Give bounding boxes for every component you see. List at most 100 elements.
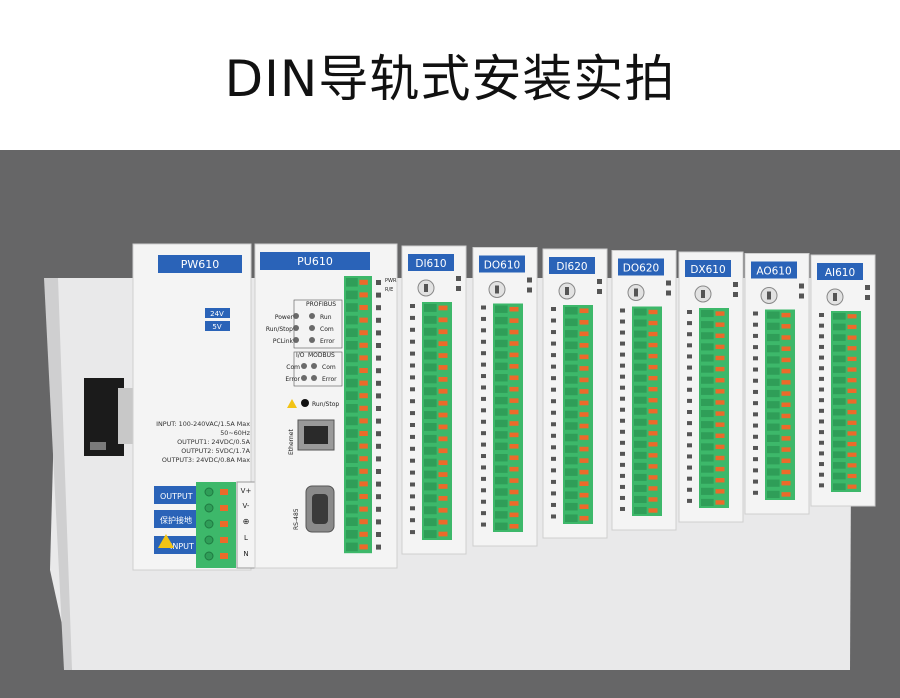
- do620-terminal-lever[interactable]: [648, 342, 658, 348]
- di620-terminal-lever[interactable]: [579, 492, 589, 498]
- ao610-terminal-lever[interactable]: [781, 480, 791, 486]
- do610-terminal-lever[interactable]: [509, 341, 519, 346]
- do620-terminal-lever[interactable]: [648, 453, 658, 458]
- ao610-terminal-lever[interactable]: [781, 447, 791, 452]
- ao610-terminal-lever[interactable]: [781, 335, 791, 340]
- ai610-terminal-lever[interactable]: [847, 356, 857, 362]
- di620-terminal-lever[interactable]: [579, 400, 589, 406]
- pw610-screw-terminal[interactable]: [204, 535, 214, 545]
- di620-terminal-lever[interactable]: [579, 412, 589, 417]
- pu610-terminal-lever[interactable]: [359, 342, 368, 348]
- runstop-switch[interactable]: [301, 399, 309, 407]
- do620-terminal-lever[interactable]: [648, 375, 658, 381]
- ai610-terminal-lever[interactable]: [847, 473, 857, 479]
- ao610-terminal-lever[interactable]: [781, 346, 791, 351]
- do610-terminal-lever[interactable]: [509, 364, 519, 369]
- do610-terminal-lever[interactable]: [509, 489, 519, 495]
- do610-terminal-lever[interactable]: [509, 329, 519, 335]
- pu610-terminal-lever[interactable]: [359, 481, 368, 487]
- ao610-terminal-lever[interactable]: [781, 436, 791, 441]
- pw610-screw-terminal[interactable]: [204, 487, 214, 497]
- do620-terminal-lever[interactable]: [648, 309, 658, 315]
- di620-terminal-lever[interactable]: [579, 343, 589, 348]
- do620-terminal-lever[interactable]: [648, 497, 658, 502]
- do610-terminal-lever[interactable]: [509, 524, 519, 529]
- di610-terminal-lever[interactable]: [438, 424, 448, 430]
- do610-terminal-lever[interactable]: [509, 512, 519, 518]
- pw610-screw-terminal[interactable]: [204, 551, 214, 561]
- di610-terminal-lever[interactable]: [438, 388, 448, 394]
- di610-terminal-lever[interactable]: [438, 329, 448, 335]
- pu610-terminal-lever[interactable]: [359, 405, 368, 411]
- do610-terminal-lever[interactable]: [509, 455, 519, 461]
- pu610-terminal-lever[interactable]: [359, 443, 368, 449]
- ai610-terminal-lever[interactable]: [847, 441, 857, 447]
- do610-terminal-lever[interactable]: [509, 398, 519, 403]
- di610-terminal-lever[interactable]: [438, 376, 448, 382]
- ai610-terminal-lever[interactable]: [847, 431, 857, 436]
- dx610-terminal-lever[interactable]: [715, 355, 725, 361]
- pw610-terminal-lever[interactable]: [220, 489, 228, 495]
- do620-terminal-lever[interactable]: [648, 386, 658, 392]
- dx610-terminal-lever[interactable]: [715, 422, 725, 427]
- pu610-terminal-lever[interactable]: [359, 330, 368, 336]
- pu610-terminal-lever[interactable]: [359, 317, 368, 323]
- di620-terminal-lever[interactable]: [579, 308, 589, 314]
- ao610-terminal-lever[interactable]: [781, 458, 791, 464]
- do620-terminal-lever[interactable]: [648, 331, 658, 337]
- do620-terminal-lever[interactable]: [648, 353, 658, 359]
- di620-terminal-lever[interactable]: [579, 446, 589, 452]
- do620-terminal-lever[interactable]: [648, 364, 658, 370]
- dx610-terminal-lever[interactable]: [715, 344, 725, 350]
- do610-terminal-lever[interactable]: [509, 318, 519, 323]
- do620-terminal-lever[interactable]: [648, 409, 658, 414]
- di610-terminal-lever[interactable]: [438, 305, 448, 311]
- ai610-terminal-lever[interactable]: [847, 452, 857, 457]
- di620-terminal-lever[interactable]: [579, 354, 589, 360]
- di620-terminal-lever[interactable]: [579, 469, 589, 475]
- di610-terminal-lever[interactable]: [438, 495, 448, 501]
- di620-terminal-lever[interactable]: [579, 366, 589, 371]
- dx610-terminal-lever[interactable]: [715, 378, 725, 383]
- di620-terminal-lever[interactable]: [579, 515, 589, 521]
- do620-terminal-lever[interactable]: [648, 464, 658, 469]
- ai610-terminal-lever[interactable]: [847, 378, 857, 383]
- pw610-terminal-lever[interactable]: [220, 553, 228, 559]
- pu610-terminal-lever[interactable]: [359, 506, 368, 512]
- di610-terminal-lever[interactable]: [438, 519, 448, 525]
- dx610-terminal-lever[interactable]: [715, 489, 725, 494]
- pu610-terminal-lever[interactable]: [359, 279, 368, 285]
- do610-terminal-lever[interactable]: [509, 444, 519, 449]
- di620-terminal-lever[interactable]: [579, 435, 589, 440]
- do620-terminal-lever[interactable]: [648, 486, 658, 491]
- di620-terminal-lever[interactable]: [579, 331, 589, 337]
- ao610-terminal-lever[interactable]: [781, 492, 791, 497]
- pw610-screw-terminal[interactable]: [204, 519, 214, 529]
- do610-terminal-lever[interactable]: [509, 432, 519, 438]
- do620-terminal-lever[interactable]: [648, 431, 658, 436]
- dx610-terminal-lever[interactable]: [715, 478, 725, 483]
- di610-terminal-lever[interactable]: [438, 412, 448, 418]
- do610-terminal-lever[interactable]: [509, 306, 519, 312]
- do610-terminal-lever[interactable]: [509, 501, 519, 506]
- pu610-terminal-lever[interactable]: [359, 292, 368, 298]
- do620-terminal-lever[interactable]: [648, 508, 658, 513]
- ai610-terminal-lever[interactable]: [847, 420, 857, 425]
- pu610-terminal-lever[interactable]: [359, 393, 368, 399]
- ai610-terminal-lever[interactable]: [847, 388, 857, 393]
- ao610-terminal-lever[interactable]: [781, 368, 791, 374]
- di610-terminal-lever[interactable]: [438, 484, 448, 489]
- ao610-terminal-lever[interactable]: [781, 324, 791, 329]
- do620-terminal-lever[interactable]: [648, 442, 658, 447]
- ai610-terminal-lever[interactable]: [847, 335, 857, 340]
- di620-terminal-lever[interactable]: [579, 458, 589, 463]
- di620-terminal-lever[interactable]: [579, 389, 589, 394]
- pu610-terminal-lever[interactable]: [359, 468, 368, 474]
- di620-terminal-lever[interactable]: [579, 504, 589, 510]
- ao610-terminal-lever[interactable]: [781, 391, 791, 396]
- di610-terminal-lever[interactable]: [438, 472, 448, 477]
- pu610-terminal-lever[interactable]: [359, 380, 368, 386]
- do610-terminal-lever[interactable]: [509, 409, 519, 415]
- dx610-terminal-lever[interactable]: [715, 322, 725, 327]
- do620-terminal-lever[interactable]: [648, 398, 658, 403]
